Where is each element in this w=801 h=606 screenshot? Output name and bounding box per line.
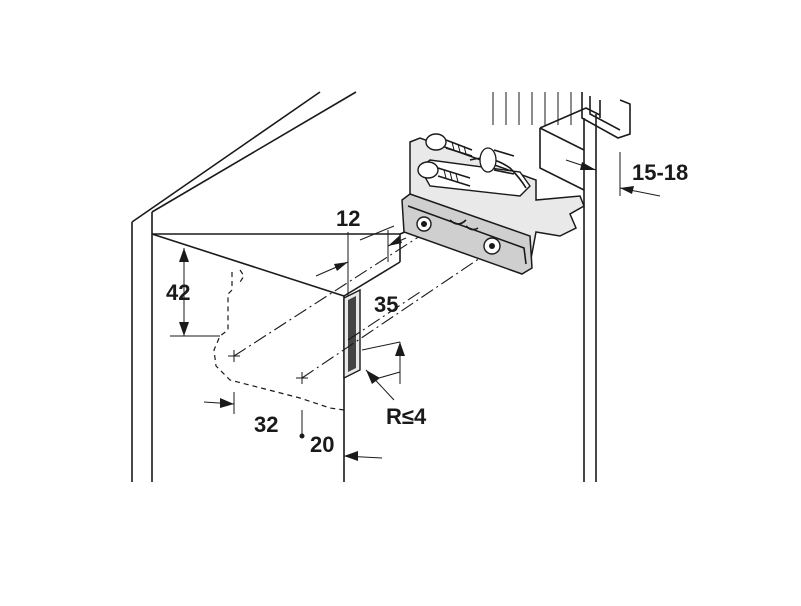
face-frame [492, 92, 631, 482]
dim-slot-height: 35 [374, 292, 398, 317]
dim-face-frame-thickness: 15-18 [632, 160, 688, 185]
dim-bore-spacing: 32 [254, 412, 278, 437]
slot-notch [343, 288, 361, 380]
dim-slot-depth: 20 [310, 432, 334, 457]
dim-radius: R≤4 [386, 404, 427, 429]
drawer-side [131, 91, 431, 482]
dim-height: 42 [166, 280, 190, 305]
dimension-lines [170, 152, 661, 466]
center-lines [228, 235, 481, 384]
hidden-lines [213, 269, 345, 411]
face-frame-profile-icon [581, 92, 631, 139]
dimension-labels: 15-18 12 42 35 R≤4 32 20 [166, 160, 688, 457]
dim-edge-offset: 12 [336, 206, 360, 231]
slide-clip-bracket-icon [401, 133, 585, 275]
